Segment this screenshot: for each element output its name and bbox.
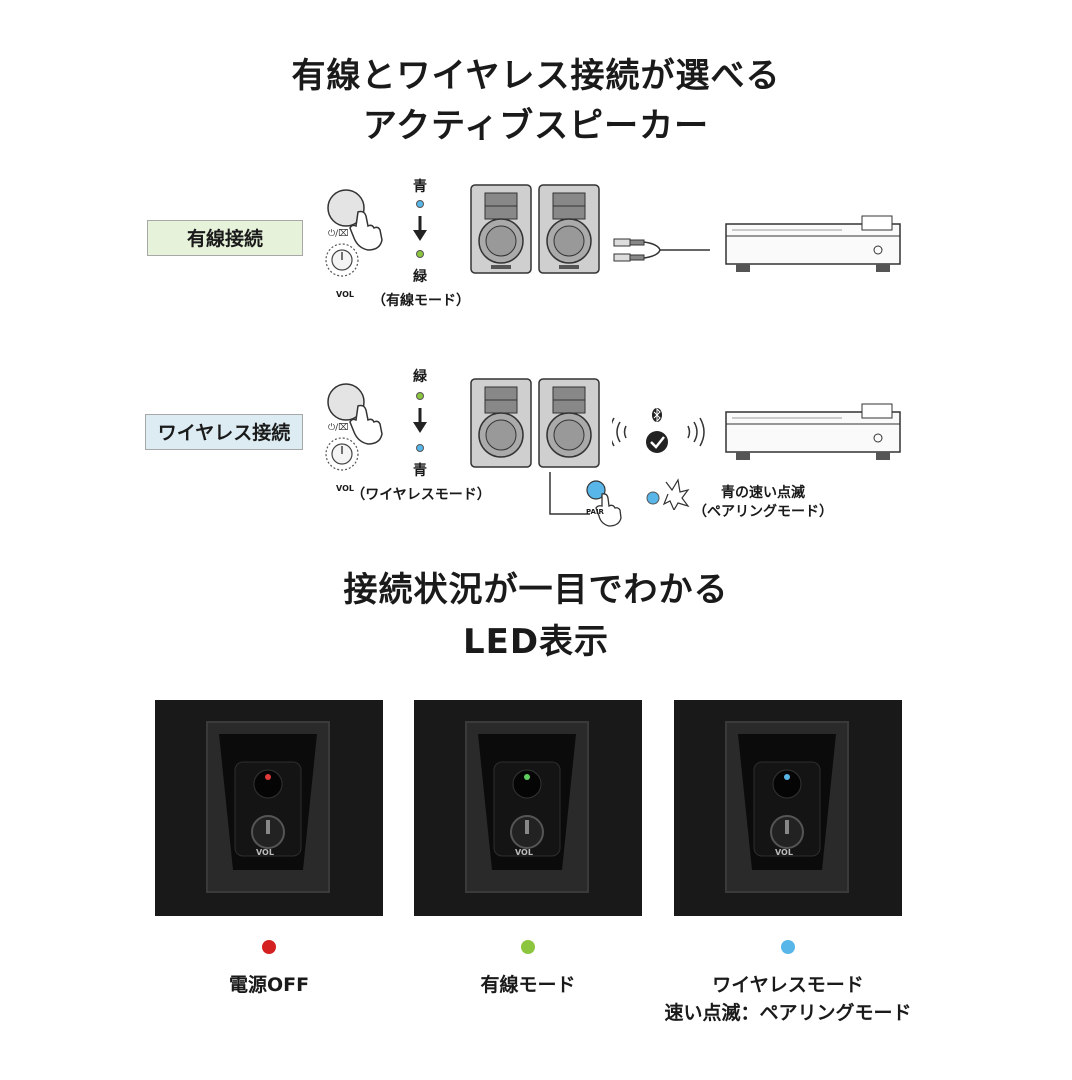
connector-bracket bbox=[549, 472, 590, 515]
blue-led-dot-icon bbox=[416, 444, 424, 452]
panel-vol-label: VOL bbox=[515, 848, 533, 857]
svg-text:⏻/⌧: ⏻/⌧ bbox=[328, 228, 349, 239]
speaker-pair-icon bbox=[470, 184, 600, 274]
rca-cable-icon bbox=[613, 238, 710, 262]
section2-line2: LED表示 bbox=[462, 622, 610, 662]
blink-label-1: 青の速い点滅 bbox=[721, 485, 805, 501]
panel-vol-label: VOL bbox=[256, 848, 274, 857]
speaker-pair-icon bbox=[470, 378, 600, 468]
turntable-icon bbox=[725, 215, 901, 272]
vol-label-wireless: VOL bbox=[336, 484, 354, 493]
power-button-hand-icon: ⏻/⌧ bbox=[325, 189, 383, 277]
color-bottom-wired: 緑 bbox=[413, 269, 427, 285]
svg-text:⏻/⌧: ⏻/⌧ bbox=[328, 422, 349, 433]
bluetooth-connection-icon bbox=[612, 407, 705, 453]
blue-led-legend-icon bbox=[781, 940, 795, 954]
turntable-icon bbox=[725, 403, 901, 460]
led-panel-wireless-mode bbox=[674, 700, 902, 916]
panel-vol-label: VOL bbox=[775, 848, 793, 857]
pair-button-hand-icon bbox=[586, 480, 622, 527]
led-sublabel-pairing: 速い点滅：ペアリングモード bbox=[664, 1002, 912, 1024]
headline-line2: アクティブスピーカー bbox=[362, 106, 710, 146]
wireless-connection-tag: ワイヤレス接続 bbox=[145, 414, 303, 450]
wired-connection-tag: 有線接続 bbox=[147, 220, 303, 256]
color-top-wireless: 緑 bbox=[413, 369, 427, 385]
color-bottom-wireless: 青 bbox=[413, 463, 427, 479]
color-top-wired: 青 bbox=[413, 179, 427, 195]
green-led-dot-icon bbox=[416, 392, 424, 400]
led-panel-power-off bbox=[155, 700, 383, 916]
blinking-led-icon bbox=[646, 478, 690, 510]
red-led-legend-icon bbox=[262, 940, 276, 954]
green-led-dot-icon bbox=[416, 250, 424, 258]
led-panel-wired-mode bbox=[414, 700, 642, 916]
arrow-down-icon bbox=[413, 408, 427, 433]
vol-label-wired: VOL bbox=[336, 290, 354, 299]
headline-line1: 有線とワイヤレス接続が選べる bbox=[291, 56, 781, 96]
wired-mode-label: （有線モード） bbox=[372, 293, 470, 309]
power-button-hand-icon: ⏻/⌧ bbox=[325, 383, 383, 471]
arrow-down-icon bbox=[413, 216, 427, 241]
led-label-wired-mode: 有線モード bbox=[480, 974, 576, 996]
led-label-power-off: 電源OFF bbox=[228, 974, 310, 996]
section2-line1: 接続状況が一目でわかる bbox=[343, 570, 729, 610]
blink-label-2: （ペアリングモード） bbox=[693, 504, 833, 520]
blue-led-dot-icon bbox=[416, 200, 424, 208]
pair-label: PAIR bbox=[586, 508, 604, 516]
green-led-legend-icon bbox=[521, 940, 535, 954]
wireless-mode-label: （ワイヤレスモード） bbox=[351, 487, 491, 503]
led-label-wireless-mode: ワイヤレスモード bbox=[712, 974, 864, 996]
